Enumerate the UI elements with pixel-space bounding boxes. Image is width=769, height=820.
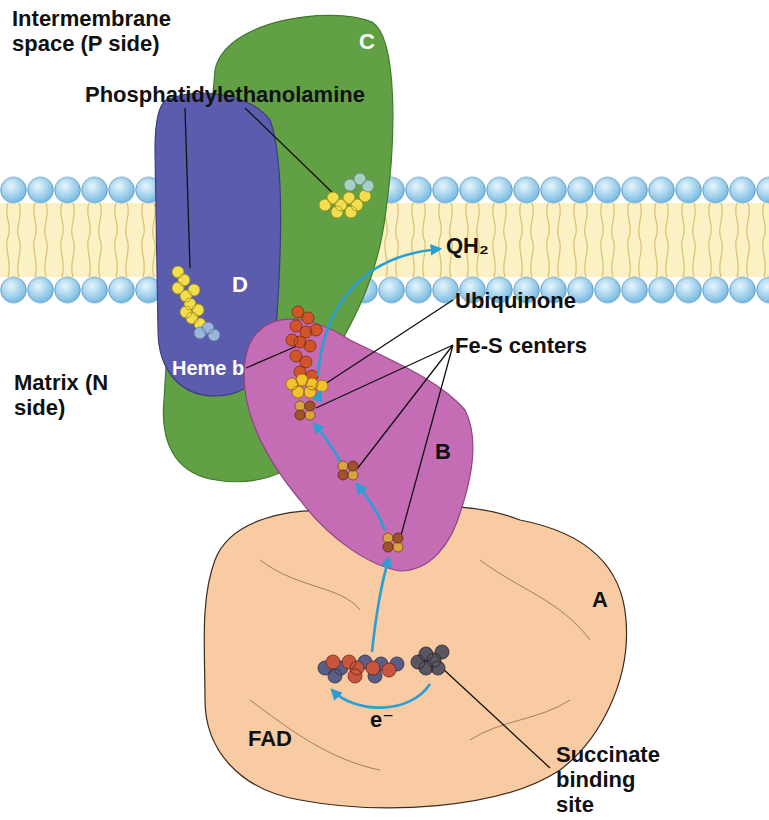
leader-line	[322, 300, 453, 386]
electron-arrow	[318, 249, 440, 376]
electron-arrow	[316, 392, 320, 400]
electron-arrow	[357, 484, 385, 530]
electron-arrow	[314, 424, 340, 461]
head-row-bottom	[0, 277, 769, 304]
subunit-letter: B	[435, 440, 451, 464]
fad-cofactor	[326, 655, 396, 683]
fad-cofactor	[318, 655, 404, 683]
leader-line	[442, 668, 550, 768]
leader-line	[316, 345, 453, 539]
ubiquinone-cofactor	[286, 374, 328, 398]
leader-line	[185, 108, 338, 268]
succinate-site	[411, 645, 449, 675]
iron-sulfur-atoms	[295, 401, 403, 552]
iron-sulfur-atoms	[295, 401, 403, 552]
subunit-surface	[204, 505, 626, 807]
subunit-letter: C	[359, 30, 375, 54]
lipid-headgroup	[194, 322, 220, 341]
heme-cofactor	[286, 306, 322, 382]
lipid-molecule	[319, 190, 371, 218]
callout-label: Fe-S centers	[455, 333, 587, 358]
protein-subunit: B	[238, 305, 483, 577]
subunit-letter: A	[592, 588, 608, 612]
callout-label: Intermembrane space (P side)	[12, 6, 227, 56]
callout-label: Ubiquinone	[455, 288, 576, 313]
lipid-molecule	[172, 266, 206, 330]
leader-line	[246, 346, 297, 368]
callout-label: Matrix (N side)	[14, 370, 109, 420]
surface-contour	[250, 560, 590, 770]
lipid-headgroup	[344, 173, 374, 192]
electron-arrow	[332, 684, 430, 708]
subunit-letter: D	[232, 273, 248, 297]
electron-arrow	[372, 558, 389, 652]
callout-label: QH₂	[446, 233, 489, 258]
